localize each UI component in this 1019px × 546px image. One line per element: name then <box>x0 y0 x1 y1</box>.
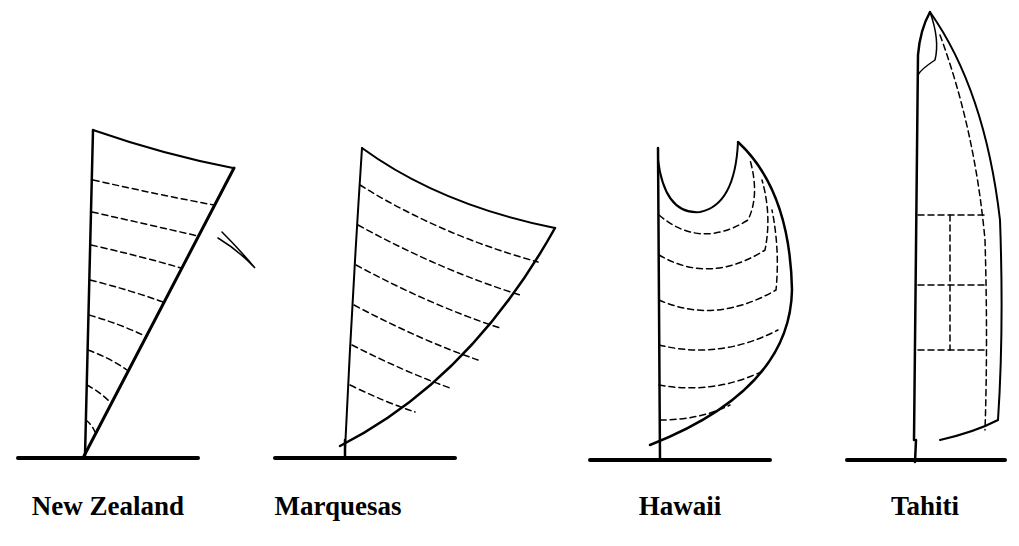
island-label: Tahiti <box>891 492 959 522</box>
new-zealand-sail <box>84 130 255 456</box>
tahiti-sail <box>914 12 1002 462</box>
island-label: New Zealand <box>32 492 184 522</box>
hull-lines <box>18 458 1005 460</box>
hawaii-sail <box>650 142 792 460</box>
island-label: Hawaii <box>639 492 722 522</box>
island-label: Marquesas <box>274 492 401 522</box>
marquesas-sail <box>340 148 555 458</box>
